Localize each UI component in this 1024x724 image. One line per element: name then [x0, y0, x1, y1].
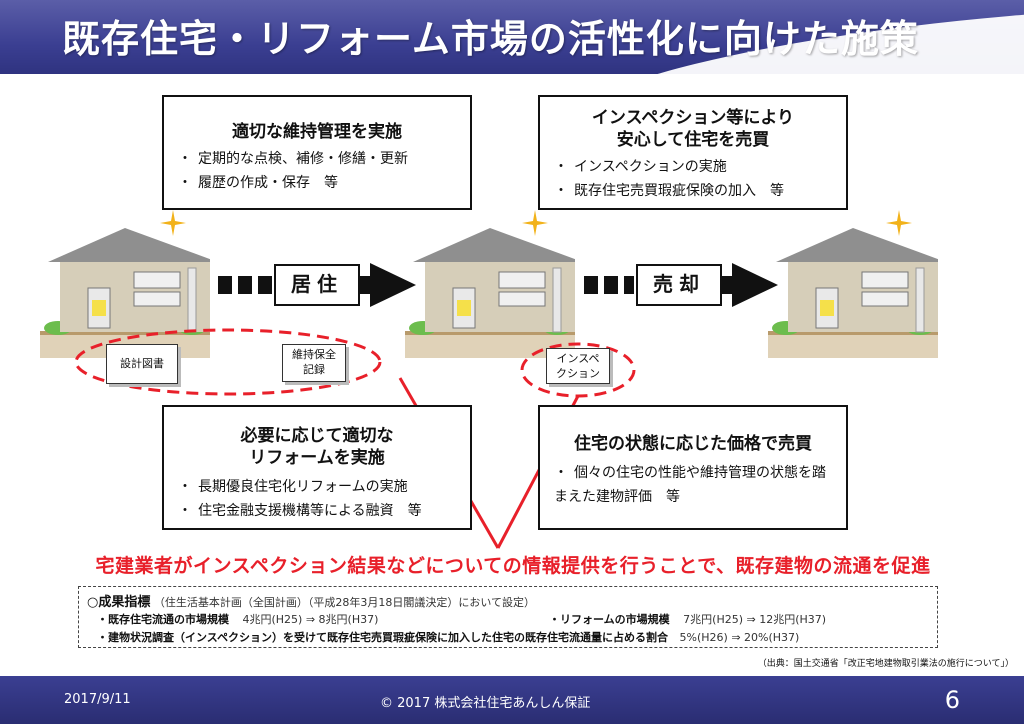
sell-arrow-label: 売却 [636, 264, 722, 306]
doc-line: 記録 [303, 363, 325, 376]
results-item-label: ・リフォームの市場規模 [549, 613, 670, 626]
inspection-trade-box-list: インスペクションの実施 既存住宅売買瑕疵保険の加入 等 [554, 155, 846, 203]
house-illustration [405, 228, 583, 358]
doc-line: インスペ [556, 352, 600, 365]
title-line: リフォームを実施 [249, 448, 385, 468]
arrow-dash [238, 276, 252, 294]
key-message: 宅建業者がインスペクション結果などについての情報提供を行うことで、既存建物の流通… [95, 555, 931, 577]
slide-title: 既存住宅・リフォーム市場の活性化に向けた施策 [62, 17, 919, 61]
reform-box: 必要に応じて適切な リフォームを実施 長期優良住宅化リフォームの実施 住宅金融支… [162, 405, 472, 530]
doc-line: 維持保全 [292, 348, 336, 361]
arrow-shaft [358, 276, 372, 294]
page-number: 6 [944, 686, 960, 714]
inspection-document: インスペ クション [546, 348, 610, 384]
price-trade-box-title: 住宅の状態に応じた価格で売買 [574, 434, 812, 454]
list-item: 定期的な点検、補修・修繕・更新 [178, 147, 470, 171]
title-line: 必要に応じて適切な [240, 426, 394, 446]
slide-footer: 2017/9/11 © 2017 株式会社住宅あんしん保証 6 [0, 676, 1024, 724]
doc-line: クション [556, 367, 600, 380]
slide-header: 既存住宅・リフォーム市場の活性化に向けた施策 [0, 0, 1024, 74]
arrow-head [370, 263, 416, 307]
list-item: 個々の住宅の性能や維持管理の状態を踏まえた建物評価 等 [554, 461, 832, 509]
source-note: （出典：国土交通省「改正宅地建物取引業法の施行について」） [757, 659, 1014, 669]
footer-date: 2017/9/11 [64, 692, 131, 707]
sparkle-icon [522, 210, 548, 236]
arrow-dash [218, 276, 232, 294]
arrow-dash [584, 276, 598, 294]
results-item-value: 4兆円(H25) ⇒ 8兆円(H37) [242, 613, 379, 626]
sparkle-icon [160, 210, 186, 236]
title-line: インスペクション等により [591, 108, 795, 128]
list-item: 住宅金融支援機構等による融資 等 [178, 499, 470, 523]
arrow-shaft [720, 276, 734, 294]
maintenance-record-document: 維持保全 記録 [282, 344, 346, 382]
list-item: 長期優良住宅化リフォームの実施 [178, 475, 470, 499]
footer-copyright: © 2017 株式会社住宅あんしん保証 [380, 696, 591, 711]
inspection-trade-box-title: インスペクション等により 安心して住宅を売買 [540, 107, 846, 151]
results-heading-row: ○成果指標 （住生活基本計画（全国計画）（平成28年3月18日閣議決定）において… [87, 591, 535, 610]
title-line: 安心して住宅を売買 [616, 130, 770, 150]
results-item-label: ・建物状況調査（インスペクション）を受けて既存住宅売買瑕疵保険に加入した住宅の既… [97, 631, 669, 644]
live-arrow-label: 居住 [274, 264, 360, 306]
results-item: ・既存住宅流通の市場規模 4兆円(H25) ⇒ 8兆円(H37) [97, 611, 378, 627]
arrow-dash [604, 276, 618, 294]
maintenance-box: 適切な維持管理を実施 定期的な点検、補修・修繕・更新 履歴の作成・保存 等 [162, 95, 472, 210]
inspection-trade-box: インスペクション等により 安心して住宅を売買 インスペクションの実施 既存住宅売… [538, 95, 848, 210]
price-trade-box-list: 個々の住宅の性能や維持管理の状態を踏まえた建物評価 等 [554, 461, 832, 509]
arrow-head [732, 263, 778, 307]
results-indicator-box: ○成果指標 （住生活基本計画（全国計画）（平成28年3月18日閣議決定）において… [78, 586, 938, 648]
design-document: 設計図書 [106, 344, 178, 384]
results-item: ・建物状況調査（インスペクション）を受けて既存住宅売買瑕疵保険に加入した住宅の既… [97, 629, 799, 645]
results-item-label: ・既存住宅流通の市場規模 [97, 613, 229, 626]
maintenance-box-title: 適切な維持管理を実施 [232, 122, 402, 142]
list-item: インスペクションの実施 [554, 155, 846, 179]
arrow-dash [624, 276, 634, 294]
reform-box-title: 必要に応じて適切な リフォームを実施 [164, 425, 470, 469]
list-item: 既存住宅売買瑕疵保険の加入 等 [554, 179, 846, 203]
results-heading: ○成果指標 [87, 595, 151, 610]
reform-box-list: 長期優良住宅化リフォームの実施 住宅金融支援機構等による融資 等 [178, 475, 470, 523]
list-item: 履歴の作成・保存 等 [178, 171, 470, 195]
results-heading-note: （住生活基本計画（全国計画）（平成28年3月18日閣議決定）において設定） [153, 596, 536, 609]
results-item-value: 5%(H26) ⇒ 20%(H37) [679, 631, 800, 644]
maintenance-box-list: 定期的な点検、補修・修繕・更新 履歴の作成・保存 等 [178, 147, 470, 195]
sparkle-icon [886, 210, 912, 236]
price-trade-box: 住宅の状態に応じた価格で売買 個々の住宅の性能や維持管理の状態を踏まえた建物評価… [538, 405, 848, 530]
results-item-value: 7兆円(H25) ⇒ 12兆円(H37) [683, 613, 827, 626]
results-item: ・リフォームの市場規模 7兆円(H25) ⇒ 12兆円(H37) [549, 611, 826, 627]
arrow-dash [258, 276, 272, 294]
house-illustration [768, 228, 946, 358]
